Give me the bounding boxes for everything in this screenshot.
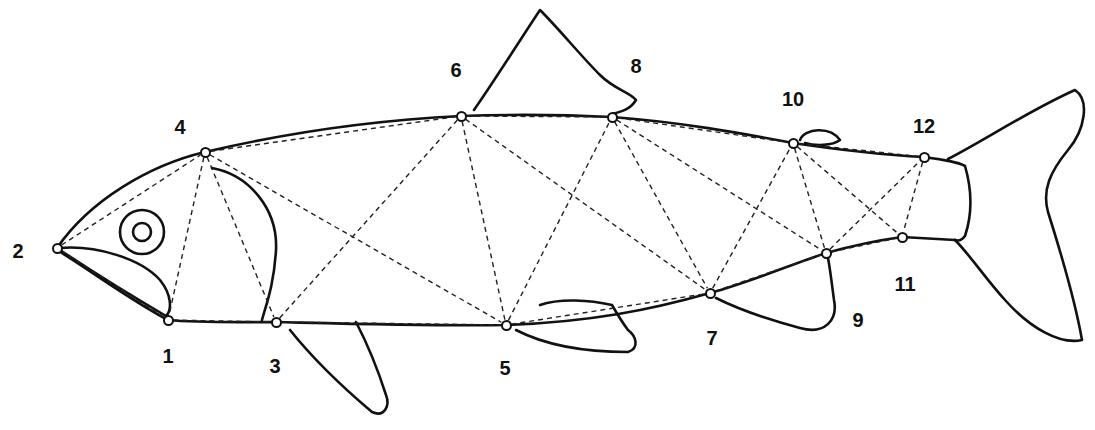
pelvic-fin	[516, 300, 636, 352]
eye-outer	[120, 210, 164, 254]
landmark-point: 8	[607, 112, 618, 123]
truss-line	[280, 120, 458, 318]
landmark-number: 4	[174, 117, 185, 137]
truss-line	[903, 162, 922, 231]
landmark-point: 7	[705, 288, 716, 299]
truss-line	[798, 144, 918, 157]
body-outline	[57, 115, 924, 248]
truss-line	[508, 122, 609, 320]
truss-line	[169, 157, 204, 314]
landmark-point: 4	[200, 147, 211, 158]
landmark-number: 2	[12, 241, 23, 261]
truss-line	[511, 294, 704, 324]
landmark-point: 9	[821, 248, 832, 259]
adipose-fin	[800, 130, 840, 145]
jaw-outline	[60, 248, 170, 316]
truss-line	[210, 155, 501, 323]
truss-line	[713, 148, 791, 288]
landmark-point: 6	[456, 111, 467, 122]
landmark-point: 2	[52, 243, 63, 254]
truss-line	[467, 115, 607, 117]
truss-line	[831, 238, 896, 252]
landmark-number: 6	[450, 60, 461, 80]
pectoral-fin	[290, 322, 387, 414]
landmark-number: 12	[913, 116, 935, 136]
body-outline	[924, 157, 970, 240]
truss-line	[462, 121, 505, 319]
body-outline	[57, 237, 955, 325]
tail-fin	[948, 90, 1084, 341]
truss-line	[210, 117, 455, 151]
landmark-number: 7	[706, 328, 717, 348]
landmark-point: 3	[271, 317, 282, 328]
landmark-number: 5	[499, 358, 510, 378]
truss-line	[282, 322, 501, 325]
truss-line	[173, 320, 270, 322]
landmark-number: 3	[269, 356, 280, 376]
truss-line	[795, 148, 825, 247]
landmark-number: 11	[894, 274, 915, 294]
truss-line	[830, 161, 920, 249]
truss-line	[797, 147, 898, 234]
truss-line	[207, 157, 274, 317]
landmark-number: 9	[852, 310, 863, 330]
truss-line	[617, 120, 822, 250]
landmark-number: 10	[782, 89, 804, 109]
truss-line	[715, 255, 821, 291]
landmark-number: 1	[162, 346, 173, 366]
anal-fin	[716, 258, 835, 330]
dorsal-fin	[474, 10, 636, 114]
landmark-point: 11	[897, 232, 908, 243]
truss-line	[62, 155, 201, 245]
eye-inner	[133, 223, 151, 241]
landmark-point: 5	[501, 320, 512, 331]
truss-line	[62, 251, 164, 317]
landmark-point: 1	[163, 315, 174, 326]
landmark-point: 10	[788, 138, 799, 149]
truss-line	[617, 118, 787, 142]
truss-line	[465, 119, 705, 290]
landmark-number: 8	[630, 56, 641, 76]
truss-line	[615, 122, 708, 288]
landmark-point: 12	[919, 152, 930, 163]
